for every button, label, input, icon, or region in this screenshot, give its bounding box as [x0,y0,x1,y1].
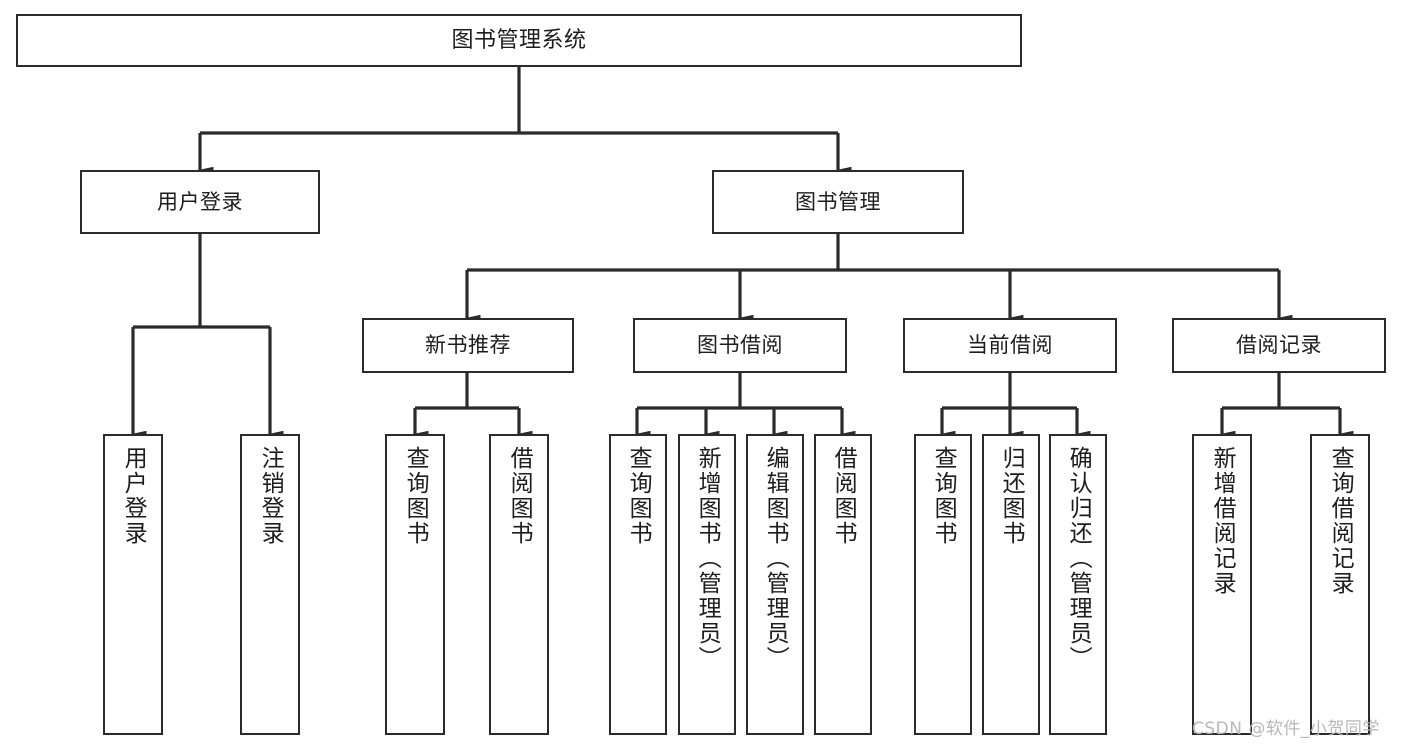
node-leaf-add-record[interactable]: 新增借阅记录 [1192,434,1252,735]
node-leaf-query-book-2-label: 查询图书 [625,446,652,546]
node-book-manage-label: 图书管理 [795,189,881,214]
node-leaf-edit-book[interactable]: 编辑图书（管理员） [746,434,804,735]
node-leaf-borrow-book-1[interactable]: 借阅图书 [489,434,549,735]
node-leaf-user-login-label: 用户登录 [120,446,147,546]
node-leaf-query-record-label: 查询借阅记录 [1327,446,1354,596]
node-leaf-add-book-label: 新增图书（管理员） [694,446,721,671]
node-root-label: 图书管理系统 [451,27,587,53]
node-leaf-user-login[interactable]: 用户登录 [103,434,163,735]
node-current-borrow-label: 当前借阅 [967,333,1053,358]
node-leaf-logout[interactable]: 注销登录 [240,434,300,735]
node-leaf-edit-book-label: 编辑图书（管理员） [762,446,789,671]
node-new-book-rec-label: 新书推荐 [425,333,511,358]
node-leaf-logout-label: 注销登录 [257,446,284,546]
node-current-borrow[interactable]: 当前借阅 [903,318,1117,373]
watermark: CSDN @软件_小贺同学 [1192,719,1380,739]
node-leaf-query-book-1-label: 查询图书 [402,446,429,546]
node-borrow-record-label: 借阅记录 [1236,333,1322,358]
node-leaf-add-record-label: 新增借阅记录 [1209,446,1236,596]
node-root[interactable]: 图书管理系统 [16,14,1022,67]
node-leaf-borrow-book-2-label: 借阅图书 [830,446,857,546]
node-book-borrow-label: 图书借阅 [697,333,783,358]
node-borrow-record[interactable]: 借阅记录 [1172,318,1386,373]
node-book-borrow[interactable]: 图书借阅 [633,318,847,373]
node-leaf-query-book-1[interactable]: 查询图书 [385,434,445,735]
node-leaf-return-book-label: 归还图书 [998,446,1025,546]
node-leaf-query-book-3[interactable]: 查询图书 [914,434,972,735]
node-book-manage[interactable]: 图书管理 [712,170,964,234]
node-leaf-add-book[interactable]: 新增图书（管理员） [678,434,736,735]
node-leaf-borrow-book-2[interactable]: 借阅图书 [814,434,872,735]
node-leaf-borrow-book-1-label: 借阅图书 [506,446,533,546]
node-leaf-return-book[interactable]: 归还图书 [982,434,1040,735]
node-leaf-confirm-return-label: 确认归还（管理员） [1065,446,1092,671]
node-user-login[interactable]: 用户登录 [80,170,320,234]
node-leaf-confirm-return[interactable]: 确认归还（管理员） [1049,434,1107,735]
node-new-book-rec[interactable]: 新书推荐 [362,318,574,373]
node-leaf-query-book-3-label: 查询图书 [930,446,957,546]
node-leaf-query-record[interactable]: 查询借阅记录 [1310,434,1370,735]
node-leaf-query-book-2[interactable]: 查询图书 [609,434,667,735]
node-user-login-label: 用户登录 [157,189,243,214]
